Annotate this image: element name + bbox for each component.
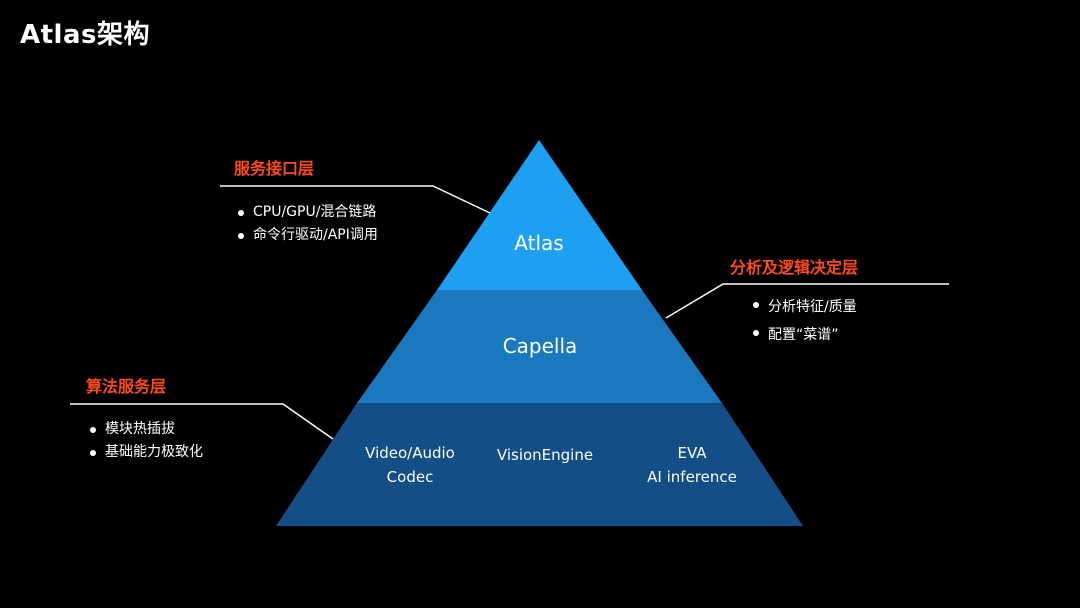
leader-line-analysis <box>665 283 949 319</box>
leader-line-algorithm <box>70 403 334 440</box>
bullets-analysis: 分析特征/质量 配置“菜谱” <box>751 293 857 349</box>
bullet-item: 模块热插拔 <box>88 418 203 441</box>
bullet-item: CPU/GPU/混合链路 <box>236 201 378 224</box>
bullets-algorithm: 模块热插拔 基础能力极致化 <box>88 418 203 464</box>
base-item-video-audio: Video/Audio Codec <box>350 441 470 489</box>
pyramid-tier-base <box>276 403 803 526</box>
leader-line-service-interface <box>220 185 491 214</box>
heading-analysis-layer: 分析及逻辑决定层 <box>730 258 859 277</box>
bullet-item: 命令行驱动/API调用 <box>236 224 378 247</box>
base-item-vision-engine: VisionEngine <box>480 443 610 467</box>
slide-title: Atlas架构 <box>20 20 150 50</box>
tier-label-atlas: Atlas <box>514 231 564 255</box>
base-item-eva: EVA AI inference <box>627 441 757 489</box>
base-item-line: AI inference <box>647 468 737 486</box>
pyramid-tier-top <box>437 140 642 290</box>
bullets-service-interface: CPU/GPU/混合链路 命令行驱动/API调用 <box>236 201 378 247</box>
heading-service-interface-layer: 服务接口层 <box>234 159 315 178</box>
bullet-item: 分析特征/质量 <box>751 293 857 321</box>
base-item-line: VisionEngine <box>496 446 594 464</box>
pyramid-tier-middle <box>357 290 722 403</box>
tier-label-capella: Capella <box>502 334 578 358</box>
base-item-line: Codec <box>386 468 434 486</box>
bullet-item: 配置“菜谱” <box>751 321 857 349</box>
heading-algorithm-layer: 算法服务层 <box>86 377 167 396</box>
bullet-item: 基础能力极致化 <box>88 441 203 464</box>
base-item-line: EVA <box>677 444 707 462</box>
base-item-line: Video/Audio <box>365 444 455 462</box>
